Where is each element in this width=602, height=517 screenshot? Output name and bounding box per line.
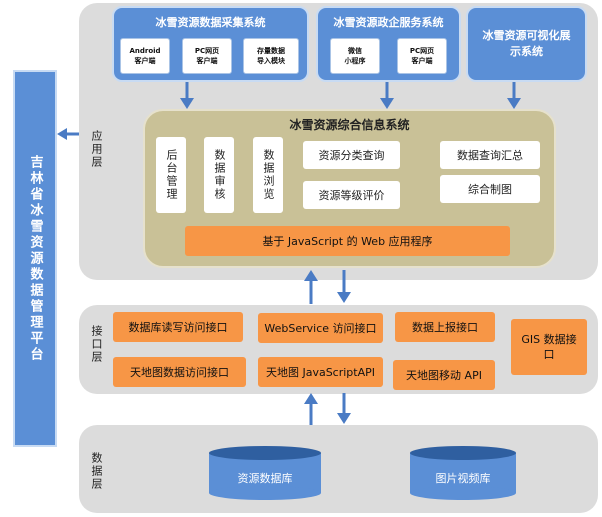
arrow-interface-up <box>304 270 318 304</box>
data-layer-label: 数据层 <box>90 452 103 491</box>
resource-classification-query-card: 资源分类查询 <box>303 141 400 169</box>
db-readwrite-interface: 数据库读写访问接口 <box>113 312 243 342</box>
gis-data-interface: GIS 数据接口 <box>511 319 587 375</box>
media-database-label: 图片视频库 <box>435 472 491 485</box>
visualization-system: 冰雪资源可视化展示系统 <box>466 6 587 82</box>
android-client-tile: Android 客户端 <box>120 38 170 74</box>
integrated-info-system-title: 冰雪资源综合信息系统 <box>289 118 410 132</box>
resource-grade-evaluation-card: 资源等级评价 <box>303 181 400 209</box>
visualization-system-title: 冰雪资源可视化展示系统 <box>482 29 571 58</box>
data-browse-card: 数据浏览 <box>253 137 283 213</box>
tianditu-data-interface: 天地图数据访问接口 <box>113 357 246 387</box>
resource-database-cylinder <box>209 446 321 500</box>
media-database-cylinder <box>410 446 516 500</box>
collection-system-title: 冰雪资源数据采集系统 <box>155 16 266 29</box>
tianditu-jsapi-interface: 天地图 JavaScriptAPI <box>258 357 383 387</box>
arrow-government-down <box>380 82 394 109</box>
wechat-miniprogram-tile: 微信 小程序 <box>330 38 380 74</box>
resource-database-label: 资源数据库 <box>237 472 293 485</box>
web-application-bar: 基于 JavaScript 的 Web 应用程序 <box>185 226 510 256</box>
application-layer-label: 应用层 <box>90 130 103 169</box>
tianditu-mobile-api-interface: 天地图移动 API <box>393 360 495 390</box>
data-query-summary-card: 数据查询汇总 <box>440 141 540 169</box>
platform-bar: 吉林省冰雪资源数据管理平台 <box>13 70 57 447</box>
legacy-data-import-tile: 存量数据 导入模块 <box>243 38 299 74</box>
backend-management-card: 后台管理 <box>156 137 186 213</box>
webservice-interface: WebService 访问接口 <box>258 313 383 343</box>
arrow-app-down <box>337 270 351 303</box>
arrow-visualization-down <box>507 82 521 109</box>
comprehensive-mapping-card: 综合制图 <box>440 175 540 203</box>
arrow-interface-down <box>337 393 351 424</box>
data-report-interface: 数据上报接口 <box>395 312 495 342</box>
platform-label: 吉林省冰雪资源数据管理平台 <box>27 154 43 363</box>
government-service-title: 冰雪资源政企服务系统 <box>333 16 444 29</box>
arrow-collection-down <box>180 82 194 109</box>
data-review-card: 数据审核 <box>204 137 234 213</box>
platform-arrow <box>57 128 81 140</box>
pc-web-client-tile-2: PC网页 客户端 <box>397 38 447 74</box>
arrow-data-up <box>304 393 318 425</box>
data-layer <box>79 425 598 513</box>
pc-web-client-tile: PC网页 客户端 <box>182 38 232 74</box>
interface-layer-label: 接口层 <box>90 325 103 364</box>
